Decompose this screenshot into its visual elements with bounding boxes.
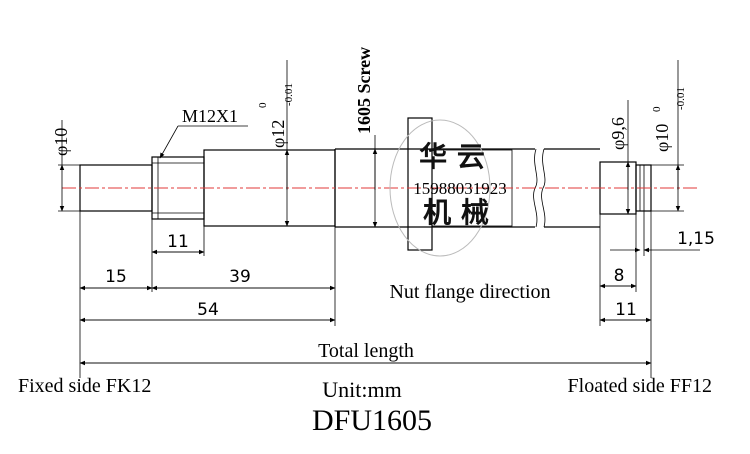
dim-screw: 1605 Screw — [354, 47, 378, 228]
nut-flange-label: Nut flange direction — [389, 281, 550, 303]
screw-label: 1605 Screw — [354, 47, 374, 134]
dia96-label: φ9,6 — [608, 117, 628, 150]
model-label: DFU1605 — [312, 404, 432, 437]
dim-11-right-label: 11 — [615, 300, 637, 320]
screw-body-end — [544, 148, 600, 228]
unit-label: Unit:mm — [322, 377, 401, 402]
dim-dia10-right: φ10 0 -0.01 — [651, 60, 687, 212]
dim-39-label: 39 — [229, 267, 251, 287]
dia12-sub: -0.01 — [283, 83, 295, 106]
dim-dia12: φ12 0 -0.01 — [257, 60, 295, 227]
dim-dia96: φ9,6 — [608, 100, 631, 215]
watermark-line1: 华 云 — [419, 140, 485, 173]
watermark-line2: 机 械 — [423, 196, 489, 229]
dim-15-label: 15 — [105, 267, 127, 287]
dim-54-label: 54 — [197, 300, 219, 320]
dim-8-label: 8 — [614, 266, 625, 286]
dim-54: 54 — [79, 300, 336, 323]
shaft-outline — [79, 117, 652, 251]
dia10-right-label: φ10 — [652, 124, 672, 152]
dia10-left-label: φ10 — [51, 128, 71, 156]
dim-8: 8 — [599, 266, 637, 289]
extension-lines — [79, 211, 652, 378]
floated-side-label: Floated side FF12 — [568, 375, 712, 397]
dim-dia10-left: φ10 — [51, 120, 80, 212]
thread-label: M12X1 — [182, 106, 238, 126]
dia12-sup: 0 — [257, 102, 269, 108]
dim-15-39: 15 39 — [79, 267, 336, 291]
dim-11-thread: 11 — [151, 232, 205, 255]
fixed-side-label: Fixed side FK12 — [18, 375, 151, 397]
watermark-phone: 15988031923 — [413, 179, 507, 198]
dim-11-thread-label: 11 — [167, 232, 189, 252]
dia10-right-sub: -0.01 — [675, 87, 687, 110]
dim-115: 1,15 — [610, 229, 715, 253]
dim-11-right: 11 — [599, 300, 652, 323]
dia10-right-sup: 0 — [651, 106, 663, 112]
break-line-right — [541, 148, 546, 228]
thread-callout: M12X1 — [159, 106, 248, 159]
dim-115-label: 1,15 — [677, 229, 715, 249]
dia12-label: φ12 — [268, 120, 288, 148]
watermark: 华 云 15988031923 机 械 — [389, 119, 507, 257]
total-length-label: Total length — [318, 340, 414, 362]
dim-total-length: Total length — [79, 340, 652, 366]
